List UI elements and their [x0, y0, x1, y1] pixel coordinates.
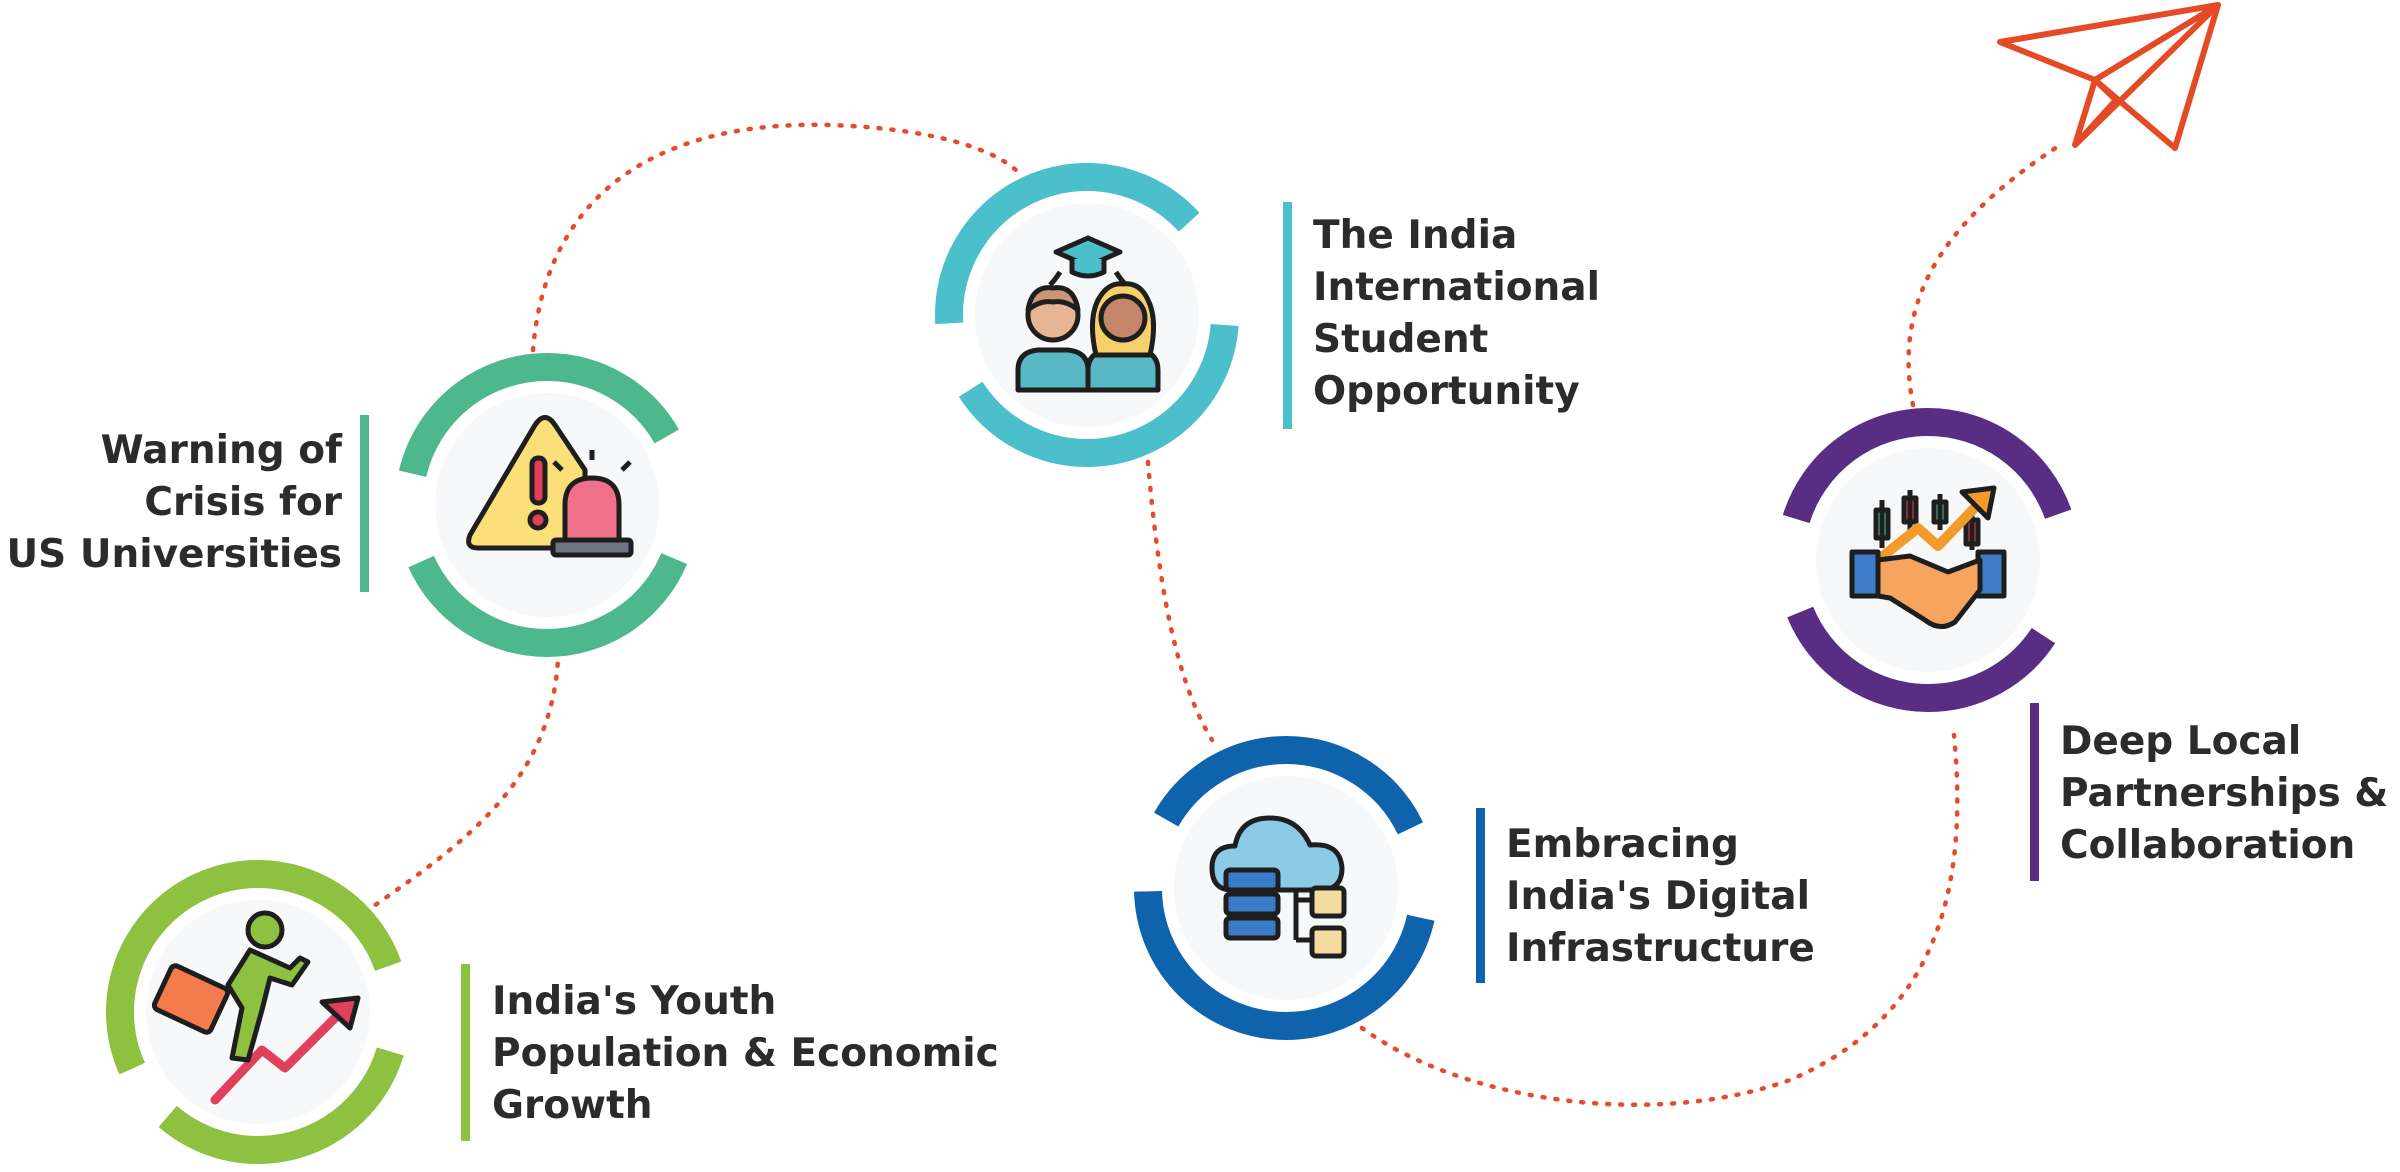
step-label-youth-line-2: Population & Economic	[492, 1031, 999, 1076]
step-label-youth-line-3: Growth	[492, 1083, 653, 1128]
students-graduation-icon	[1015, 235, 1161, 393]
step-label-crisis-line-2: Crisis for	[144, 480, 342, 525]
step-circle-students	[935, 163, 1239, 467]
step-label-students-line-3: Student	[1313, 317, 1489, 362]
step-label-crisis-line-1: Warning of	[100, 428, 342, 473]
path-crisis-to-students	[530, 122, 1021, 353]
climbing-growth-icon	[151, 910, 361, 1105]
step-label-youth-line-1: India's Youth	[492, 979, 777, 1024]
step-label-digital-line-3: Infrastructure	[1506, 926, 1815, 971]
path-students-to-digital	[1145, 459, 1215, 743]
accent-bar-students	[1283, 202, 1292, 429]
handshake-growth-icon	[1849, 485, 2007, 629]
step-label-youth: India's Youth Population & Economic Grow…	[492, 976, 999, 1132]
accent-bar-digital	[1476, 808, 1485, 983]
step-label-partnerships-line-2: Partnerships &	[2060, 771, 2389, 816]
accent-bar-youth	[461, 964, 470, 1141]
step-label-partnerships-line-3: Collaboration	[2060, 823, 2356, 868]
accent-bar-crisis	[360, 415, 369, 592]
step-label-partnerships-line-1: Deep Local	[2060, 719, 2302, 764]
step-label-students-line-2: International	[1313, 265, 1600, 310]
step-label-students: The India International Student Opportun…	[1313, 210, 1600, 418]
step-label-crisis: Warning of Crisis for US Universities	[7, 425, 343, 581]
step-circle-youth	[106, 860, 410, 1164]
step-label-digital-line-2: India's Digital	[1506, 874, 1810, 919]
cloud-server-icon	[1209, 815, 1347, 959]
step-label-partnerships: Deep Local Partnerships & Collaboration	[2060, 716, 2388, 872]
accent-bar-partnerships	[2030, 703, 2039, 881]
journey-path	[362, 122, 2063, 1107]
step-circle-digital	[1134, 736, 1438, 1040]
step-label-digital-line-1: Embracing	[1506, 822, 1739, 867]
step-label-crisis-line-3: US Universities	[6, 532, 343, 577]
step-label-students-line-1: The India	[1313, 213, 1518, 258]
path-digital-to-partnerships	[1359, 732, 1960, 1107]
step-label-students-line-4: Opportunity	[1313, 369, 1580, 414]
paper-plane-icon	[1997, 2, 2221, 151]
step-circle-partnerships	[1776, 408, 2080, 712]
path-youth-to-crisis	[362, 657, 561, 915]
step-circle-crisis	[395, 353, 699, 657]
path-partnerships-to-plane	[1906, 142, 2063, 408]
step-label-digital: Embracing India's Digital Infrastructure	[1506, 819, 1815, 975]
warning-siren-icon	[466, 415, 634, 558]
